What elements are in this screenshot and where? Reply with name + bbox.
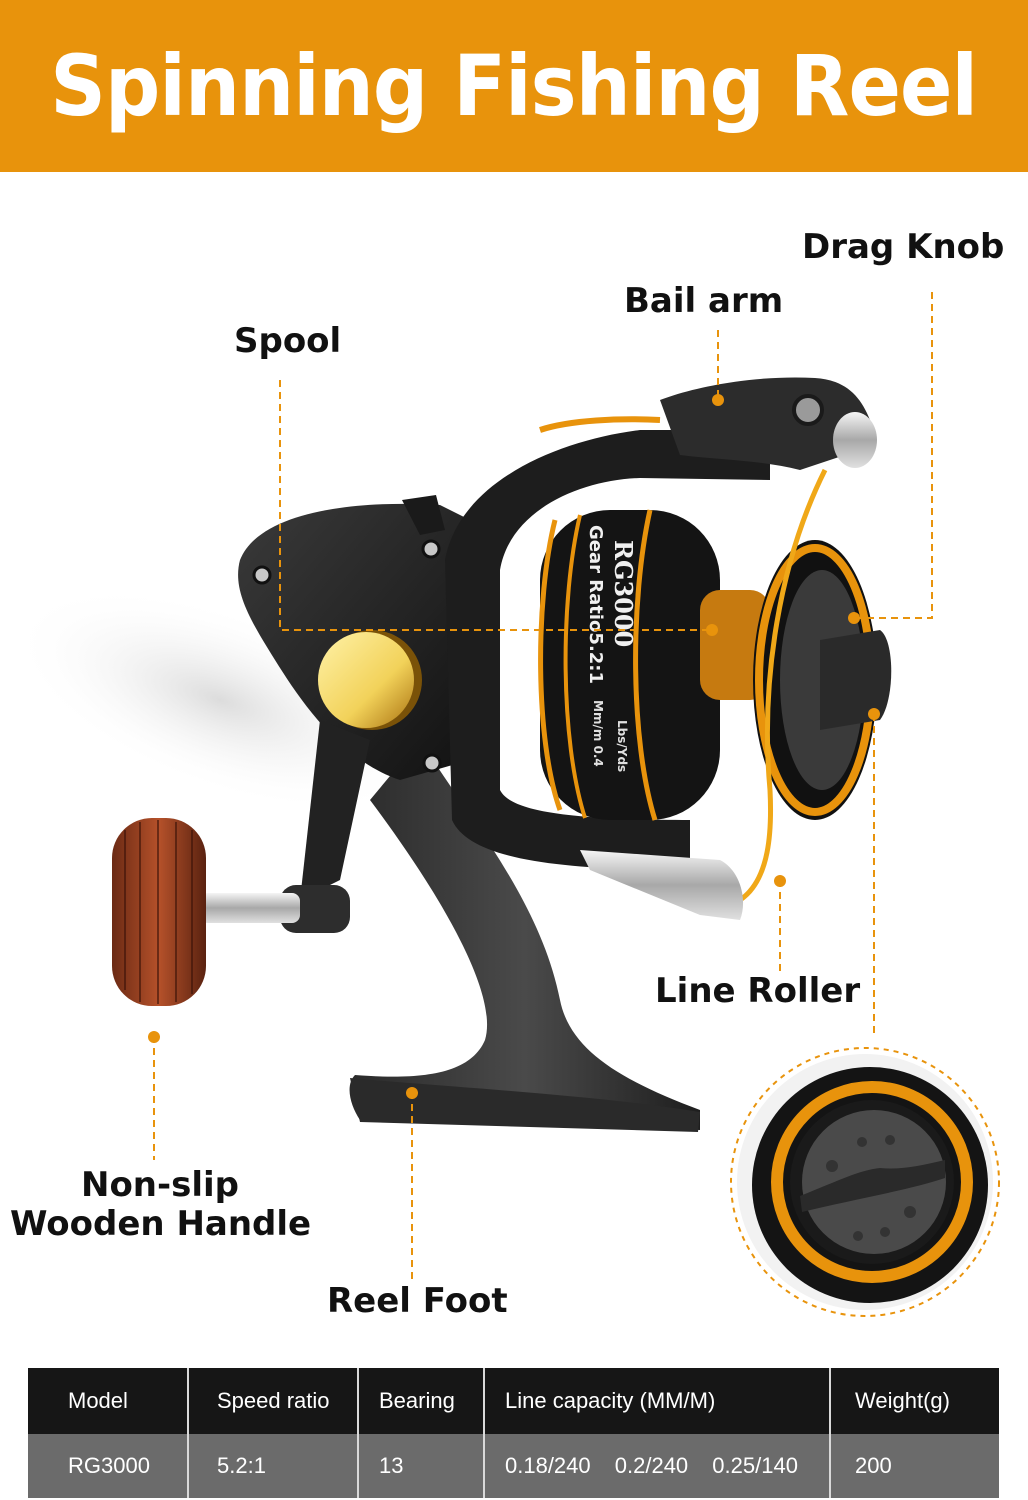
spec-table: Model Speed ratio Bearing Line capacity …	[28, 1368, 999, 1498]
callout-handle-line2: Wooden Handle	[10, 1204, 312, 1245]
cell-weight: 200	[855, 1453, 892, 1478]
callout-wooden-handle: Non-slip Wooden Handle	[10, 1165, 312, 1245]
spool-lbs-marking: Lbs/Yds	[615, 720, 629, 772]
cell-speed-ratio: 5.2:1	[188, 1434, 359, 1498]
rotor-frame	[445, 430, 770, 870]
table-row: RG3000 5.2:1 13 0.18/240 0.2/240 0.25/14…	[28, 1434, 999, 1498]
spec-table-header-row: Model Speed ratio Bearing Line capacity …	[28, 1368, 999, 1434]
spool-shape	[540, 510, 720, 820]
callout-drag-knob: Drag Knob	[802, 227, 1005, 267]
header-line-capacity: Line capacity (MM/M)	[484, 1368, 831, 1434]
handle-shaft	[200, 893, 300, 923]
capacity-value: 0.18/240	[505, 1453, 591, 1478]
cell-model: RG3000	[28, 1434, 189, 1498]
cell-line-capacity: 0.18/240 0.2/240 0.25/140	[484, 1434, 831, 1498]
spool-mm-marking: Mm/m 0.4	[591, 700, 605, 767]
callout-handle-line1: Non-slip	[80, 1165, 239, 1205]
callout-reel-foot: Reel Foot	[327, 1281, 508, 1321]
callout-line-roller: Line Roller	[655, 971, 861, 1011]
capacity-value: 0.25/140	[712, 1453, 798, 1478]
drag-knob-shape	[820, 630, 892, 730]
header-weight: Weight(g)	[855, 1388, 950, 1413]
capacity-value: 0.2/240	[614, 1453, 689, 1478]
header-model: Model	[28, 1368, 189, 1434]
title-banner: Spinning Fishing Reel	[0, 0, 1028, 172]
side-cap	[318, 632, 414, 728]
callout-leaders	[153, 292, 933, 1280]
header-speed-ratio: Speed ratio	[188, 1368, 359, 1434]
drag-knob-detail-inset	[737, 1054, 993, 1310]
callout-spool: Spool	[234, 321, 342, 361]
header-bearing: Bearing	[358, 1368, 485, 1434]
spool-model-marking: RG3000	[609, 540, 638, 647]
detail-inset-ring	[730, 1047, 1000, 1317]
bail-wire	[738, 468, 828, 903]
spool-gear-ratio-marking: Gear Ratio5.2:1	[585, 525, 606, 684]
reel-foot-shape	[349, 740, 700, 1130]
spinning-reel-illustration: RG3000 Gear Ratio5.2:1 Lbs/Yds Mm/m 0.4	[10, 292, 1000, 1317]
page-title: Spinning Fishing Reel	[50, 37, 979, 135]
callout-bail-arm: Bail arm	[624, 281, 784, 321]
product-diagram: RG3000 Gear Ratio5.2:1 Lbs/Yds Mm/m 0.4	[0, 172, 1028, 1362]
cell-bearing: 13	[358, 1434, 485, 1498]
line-roller-shape	[580, 850, 744, 920]
callout-dots	[148, 394, 880, 1099]
